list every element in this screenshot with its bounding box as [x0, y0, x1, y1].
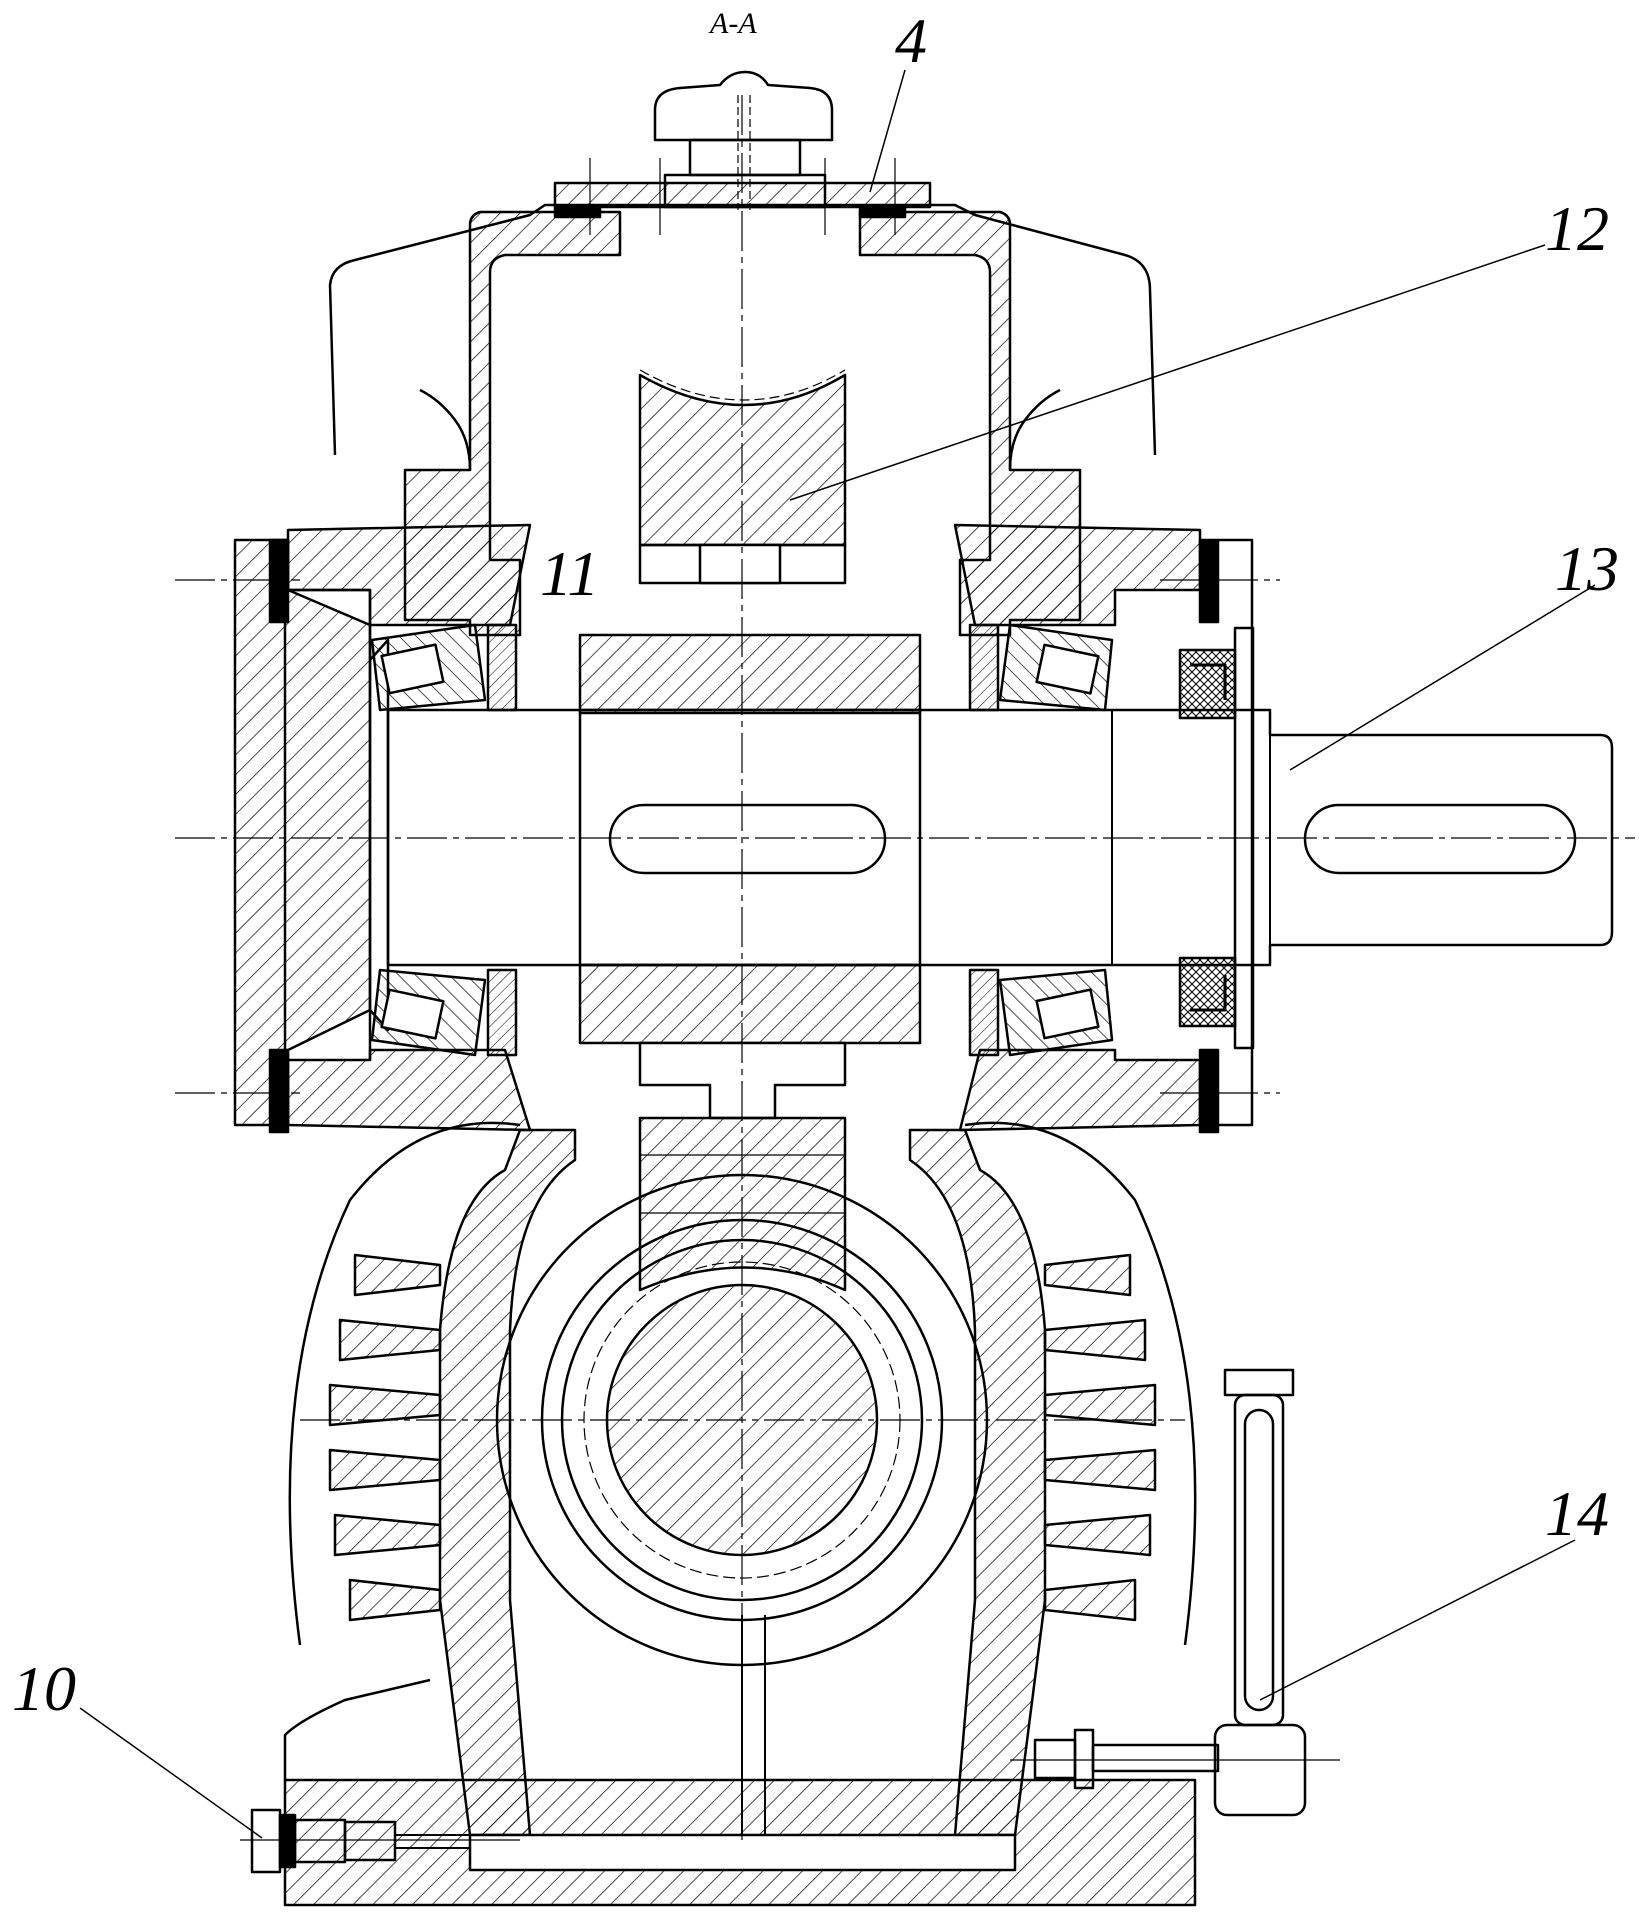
drain-plug: [240, 1808, 520, 1874]
callout-12: 12: [1545, 193, 1609, 264]
gearbox-base: [283, 1678, 1197, 1907]
left-housing-flange: [286, 523, 532, 1132]
center-lines: [175, 95, 1635, 1840]
callout-14: 14: [1545, 1478, 1609, 1549]
callout-11: 11: [540, 538, 599, 609]
right-housing-flange: [953, 523, 1254, 1134]
section-title: A-A: [708, 7, 757, 40]
callout-4: 4: [895, 5, 927, 76]
oil-level-gauge: [1010, 1368, 1340, 1817]
leader-lines: [79, 69, 1596, 1839]
callout-13: 13: [1555, 533, 1619, 604]
callout-10: 10: [12, 1653, 76, 1724]
tapered-roller-bearings: [370, 623, 1114, 1057]
left-end-cap: [233, 538, 390, 1134]
